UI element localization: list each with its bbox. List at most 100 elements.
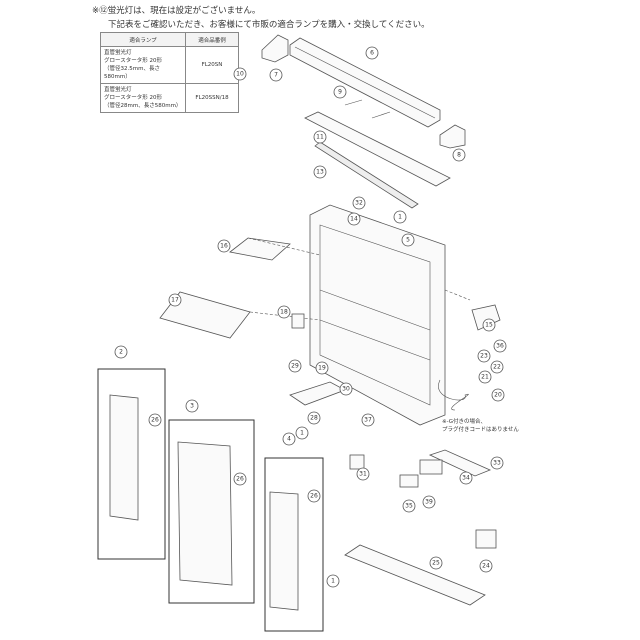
lamp-size: （管径32.5mm、長さ580mm） [104,66,160,80]
callout-circle [307,411,321,425]
callout-circle [402,499,416,513]
callout-part-35: 35 [402,499,416,513]
callout-part-1: 1 [326,574,340,588]
callout-part-31: 31 [356,467,370,481]
callout-number: 8 [457,152,461,159]
callout-part-20: 20 [491,388,505,402]
lamp-size: （管径28mm、長さ580mm） [104,103,182,109]
callout-circle [422,495,436,509]
callout-circle [477,349,491,363]
callout-part-21: 21 [478,370,492,384]
callout-number: 30 [342,386,350,393]
mirror-door-center [177,441,233,586]
part-cabinet-body [309,204,446,426]
callout-number: 23 [480,353,488,360]
part-end-cap [439,124,466,149]
callout-number: 3 [190,403,194,410]
callout-circle [452,148,466,162]
callout-part-33: 33 [490,456,504,470]
callout-part-25: 25 [429,556,443,570]
mirror-door-left [109,394,139,521]
callout-circle [233,472,247,486]
callout-number: 14 [350,216,358,223]
part-fluorescent-lamp [314,141,419,209]
callout-part-9: 9 [333,85,347,99]
part-24 [475,529,497,549]
callout-part-10: 10 [233,67,247,81]
table-header-row: 適合ランプ 適合品番例 [100,32,239,47]
callout-circle [269,68,283,82]
callout-part-19: 19 [315,361,329,375]
callout-part-8: 8 [452,148,466,162]
header-model: 適合品番例 [185,32,239,47]
part-bracket [261,34,289,63]
callout-circle [233,67,247,81]
callout-circle [307,489,321,503]
callout-part-22: 22 [490,360,504,374]
callout-part-39: 39 [422,495,436,509]
table-row: 直管蛍光灯 グロースタータ形 20形 （管径32.5mm、長さ580mm） FL… [100,46,239,84]
callout-part-34: 34 [459,471,473,485]
part-switch [291,313,305,329]
table-row: 直管蛍光灯 グロースタータ形 20形 （管径28mm、長さ580mm） FL20… [100,83,239,113]
callout-number: 20 [494,392,502,399]
callout-number: 31 [359,471,367,478]
part-storage-cup [471,304,501,331]
callout-circle [185,399,199,413]
callout-circle [295,426,309,440]
callout-part-37: 37 [361,413,375,427]
callout-circle [339,382,353,396]
callout-number: 32 [355,200,363,207]
callout-number: 9 [338,89,342,96]
part-lamp-tray [304,111,451,187]
callout-number: 4 [287,436,291,443]
cord-note-line1: ※-G付きの場合、 [442,419,487,425]
callout-part-14: 14 [347,212,361,226]
callout-circle [459,471,473,485]
callout-circle [168,293,182,307]
callout-circle [401,233,415,247]
lamp-starter: グロースタータ形 20形 [104,95,162,101]
callout-part-30: 30 [339,382,353,396]
callout-circle [482,318,496,332]
callout-circle [479,559,493,573]
callout-circle [282,432,296,446]
callout-number: 16 [220,243,228,250]
callout-number: 26 [236,476,244,483]
part-bracket-35 [399,474,419,488]
callout-number: 19 [318,365,326,372]
model-cell: FL20SN [185,46,239,84]
callout-part-26: 26 [307,489,321,503]
callout-number: 6 [370,50,374,57]
callout-part-36: 36 [493,339,507,353]
compatible-lamp-table: 適合ランプ 適合品番例 直管蛍光灯 グロースタータ形 20形 （管径32.5mm… [100,32,239,113]
callout-part-2: 2 [114,345,128,359]
callout-part-13: 13 [313,165,327,179]
cord-note-line2: プラグ付きコードはありません [442,427,519,433]
callout-part-32: 32 [352,196,366,210]
lamp-type: 直管蛍光灯 [104,50,132,56]
callout-circle [393,210,407,224]
callout-number: 18 [280,309,288,316]
callout-number: 7 [274,72,278,79]
callout-number: 24 [482,563,490,570]
callout-part-24: 24 [479,559,493,573]
callout-part-26: 26 [148,413,162,427]
callout-number: 34 [462,475,470,482]
callout-number: 26 [310,493,318,500]
header-lamp: 適合ランプ [100,32,186,47]
part-power-cord [438,379,469,411]
callout-number: 1 [331,578,335,585]
callout-circle [491,388,505,402]
callout-number: 35 [405,503,413,510]
callout-part-6: 6 [365,46,379,60]
callout-circle [356,467,370,481]
callout-part-17: 17 [168,293,182,307]
callout-circle [315,361,329,375]
callout-number: 26 [151,417,159,424]
callout-circle [361,413,375,427]
part-31 [349,454,365,470]
callout-part-29: 29 [288,359,302,373]
discontinued-lamp-note: ※⑫蛍光灯は、現在は設定がございません。 [92,6,261,16]
callout-part-4: 4 [282,432,296,446]
